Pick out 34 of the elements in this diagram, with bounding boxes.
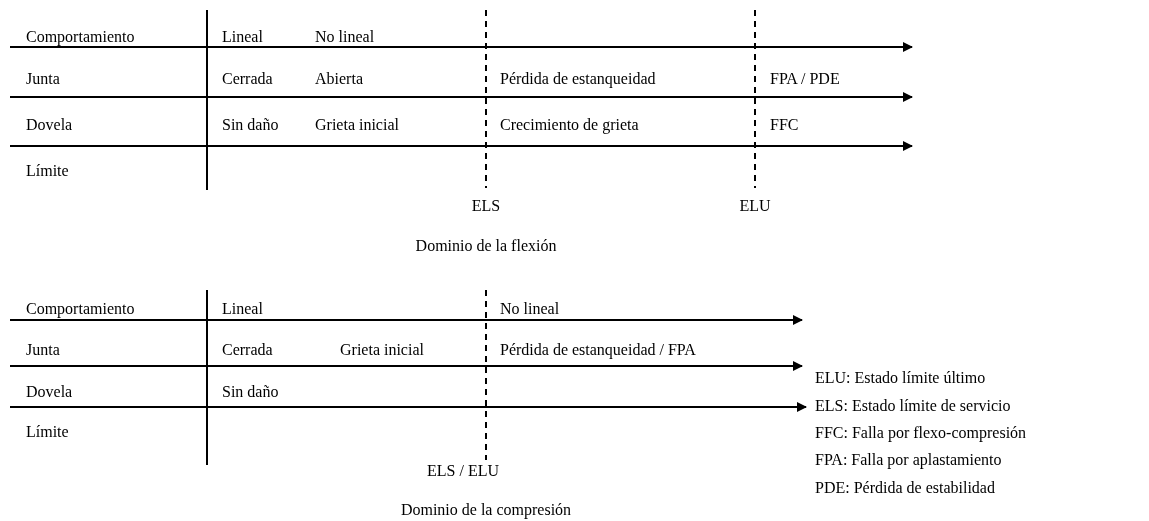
legend-text: ELU: Estado límite último: [815, 369, 986, 387]
row-label: Dovela: [26, 383, 73, 401]
row-label: Comportamiento: [26, 300, 135, 318]
stage-label: No lineal: [500, 300, 560, 318]
legend-text: FFC: Falla por flexo-compresión: [815, 424, 1027, 442]
legend-text: ELS: Estado límite de servicio: [815, 397, 1011, 415]
row-label: Comportamiento: [26, 28, 135, 46]
stage-label: FFC: [770, 116, 799, 134]
stage-label: Lineal: [222, 300, 263, 318]
limit-label: ELS / ELU: [427, 462, 499, 480]
stage-label: Abierta: [315, 70, 363, 88]
legend-text: FPA: Falla por aplastamiento: [815, 451, 1002, 469]
legend-text: PDE: Pérdida de estabilidad: [815, 479, 995, 497]
stage-label: Sin daño: [222, 116, 279, 134]
row-label: Límite: [26, 162, 69, 180]
stage-label: Pérdida de estanqueidad / FPA: [500, 341, 696, 359]
limit-label: ELS: [471, 197, 501, 215]
row-label: Junta: [26, 70, 60, 88]
row-label: Junta: [26, 341, 60, 359]
row-label: Límite: [26, 423, 69, 441]
stage-label: Grieta inicial: [315, 116, 399, 134]
stage-label: Sin daño: [222, 383, 279, 401]
stage-label: Crecimiento de grieta: [500, 116, 639, 134]
stage-label: Grieta inicial: [340, 341, 424, 359]
stage-label: Cerrada: [222, 70, 273, 88]
panel-caption: Dominio de la flexión: [415, 237, 557, 255]
row-label: Dovela: [26, 116, 73, 134]
stage-label: Pérdida de estanqueidad: [500, 70, 656, 88]
limit-label: ELU: [739, 197, 771, 215]
stage-label: No lineal: [315, 28, 375, 46]
panel-caption: Dominio de la compresión: [400, 501, 572, 519]
stage-label: Cerrada: [222, 341, 273, 359]
stage-label: FPA / PDE: [770, 70, 840, 88]
stage-label: Lineal: [222, 28, 263, 46]
